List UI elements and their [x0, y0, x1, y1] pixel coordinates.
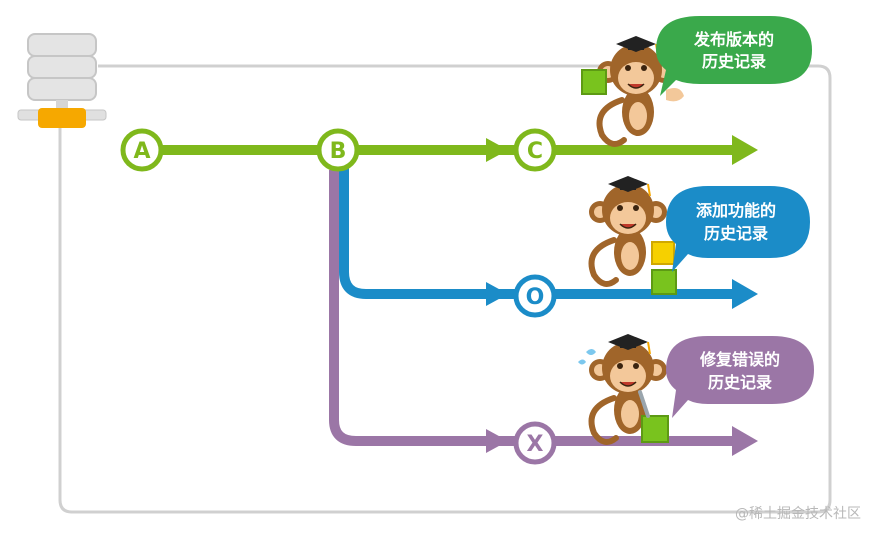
commit-label-o: O	[526, 285, 545, 310]
branch-feature-line	[339, 170, 758, 309]
commit-node-a: A	[120, 128, 164, 172]
bubble-bugfix-line1: 修复错误的	[699, 350, 780, 369]
branch-main-line	[160, 135, 758, 165]
bubble-release-line2: 历史记录	[702, 52, 766, 71]
commit-label-a: A	[133, 139, 150, 164]
monkey-bugfix-icon	[578, 334, 668, 442]
commit-node-c: C	[513, 128, 557, 172]
commit-node-x: X	[513, 421, 557, 465]
monkey-feature-icon	[589, 176, 677, 295]
commit-node-o: O	[513, 274, 557, 318]
watermark: @稀土掘金技术社区	[735, 506, 861, 522]
bubble-release: 发布版本的 历史记录	[656, 16, 812, 96]
server-icon	[17, 33, 107, 128]
commit-label-c: C	[527, 139, 543, 164]
bubble-bugfix: 修复错误的 历史记录	[666, 336, 814, 418]
bubble-feature-line2: 历史记录	[704, 224, 768, 243]
bubble-release-line1: 发布版本的	[693, 30, 774, 49]
bubble-feature-line1: 添加功能的	[696, 201, 776, 220]
commit-label-x: X	[527, 432, 544, 457]
bubble-feature: 添加功能的 历史记录	[666, 186, 810, 272]
commit-label-b: B	[330, 139, 347, 164]
bubble-bugfix-line2: 历史记录	[708, 373, 772, 392]
monkey-release-icon	[581, 36, 684, 144]
commit-node-b: B	[316, 128, 360, 172]
branch-bugfix-line	[329, 170, 758, 456]
outer-frame	[58, 64, 832, 514]
